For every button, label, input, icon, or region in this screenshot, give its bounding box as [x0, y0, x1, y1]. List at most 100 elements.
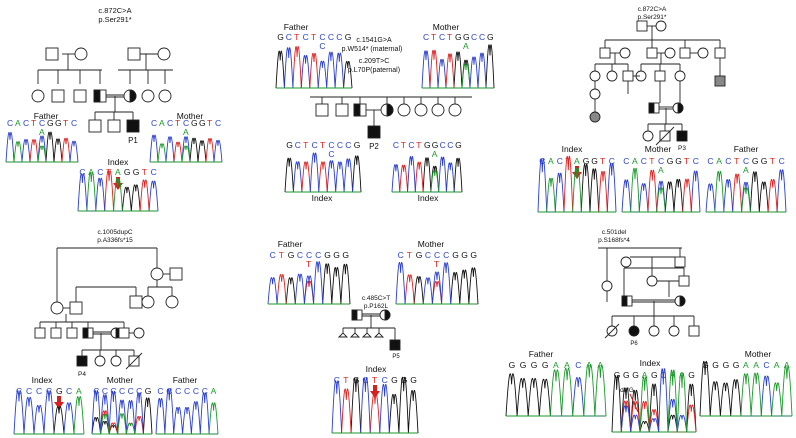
substitution-base: A — [658, 165, 665, 175]
substitution-base: T — [306, 259, 313, 269]
trace-t — [284, 161, 361, 193]
index-label: Index — [562, 144, 584, 154]
pedigree-female — [50, 301, 64, 315]
trace-a — [6, 141, 78, 163]
pedigree-male — [636, 20, 648, 32]
pedigree-p2 — [310, 96, 472, 139]
pedigree-female — [397, 103, 411, 117]
substitution-base: T — [434, 259, 441, 269]
substitution-base: A — [432, 149, 439, 159]
pedigree-female — [150, 267, 164, 281]
substitution-base: A — [743, 165, 750, 175]
pedigree-male — [654, 70, 666, 82]
pedigree-male — [678, 275, 690, 287]
trace-a — [538, 167, 616, 213]
pedigree-female — [619, 47, 631, 59]
pedigree-female — [601, 280, 613, 292]
mutation-arrow — [54, 396, 64, 409]
pedigree-male — [169, 267, 183, 281]
index-label: Index — [366, 364, 388, 374]
trace-g — [284, 155, 362, 193]
pedigree-male — [107, 119, 121, 133]
trace-c — [155, 388, 218, 435]
trace-a — [706, 170, 786, 213]
pedigree-male — [679, 47, 691, 59]
deletion-arrow — [629, 393, 639, 413]
pedigree-female — [431, 103, 445, 117]
father-label: Father — [34, 111, 59, 121]
mother-label: Mother — [433, 22, 460, 32]
mother-label: Mother — [645, 144, 672, 154]
pedigree-male — [66, 327, 78, 339]
patient-id: P3 — [678, 145, 686, 152]
pedigree-female — [31, 89, 45, 103]
pedigree-female — [697, 47, 709, 59]
trace-c — [284, 152, 361, 193]
pedigree-female — [94, 355, 106, 367]
pedigree-male — [688, 325, 700, 337]
pedigree-female — [141, 89, 155, 103]
trace-a — [699, 365, 793, 417]
panel-p4: c.1005dupC p.A336fs*15 — [13, 229, 219, 435]
trace-a — [505, 364, 607, 417]
pedigree-male — [118, 327, 130, 339]
trace-c — [505, 377, 606, 417]
chrom-p4-father: CCCCCCA — [155, 386, 219, 435]
sequence-text: CACTCGGTC — [151, 118, 223, 128]
pedigree-male — [674, 256, 686, 268]
father-label: Father — [173, 375, 198, 385]
patient-id: P6 — [630, 341, 638, 347]
pedigree-male — [599, 47, 611, 59]
protein-label: p.A336fs*15 — [97, 237, 133, 244]
pedigree-miscarriage — [373, 332, 385, 338]
mother-label: Mother — [107, 375, 134, 385]
chrom-p4-mother: CCCCCCG — [91, 386, 153, 435]
index-label: Index — [418, 193, 440, 203]
pedigree-female — [141, 295, 155, 309]
pedigree-male — [45, 47, 59, 61]
patient-id: P4 — [78, 371, 86, 378]
trace-c — [275, 47, 352, 89]
pedigree-male — [34, 327, 46, 339]
pedigree-female — [110, 355, 122, 367]
pedigree-female — [165, 295, 179, 309]
pedigree-affected-male — [126, 119, 140, 133]
pedigree-female — [448, 103, 462, 117]
index-label: Index — [108, 157, 130, 167]
pedigree-female — [157, 47, 171, 61]
variant-label: c.872C>A — [638, 6, 667, 13]
pedigree-p6 — [598, 247, 700, 339]
panel-p3: c.872C>A p.Ser291* — [537, 6, 787, 213]
protein-label: p.Ser291* — [98, 15, 131, 24]
pedigree-female — [674, 70, 686, 82]
father-label: Father — [734, 144, 759, 154]
sequence-text: CCCCCCG — [93, 386, 153, 396]
pedigree-male — [129, 295, 143, 309]
pedigree-female — [655, 20, 667, 32]
mother-label: Mother — [745, 349, 772, 359]
father-label: Father — [284, 22, 309, 32]
pedigree-miscarriage — [349, 332, 361, 338]
mother-label: Mother — [177, 111, 204, 121]
panel-p6: c.501del p.S168fs*4 — [505, 229, 793, 433]
mother-label: Mother — [418, 239, 445, 249]
trace-g — [611, 375, 697, 433]
pedigree-miscarriage — [361, 332, 373, 338]
